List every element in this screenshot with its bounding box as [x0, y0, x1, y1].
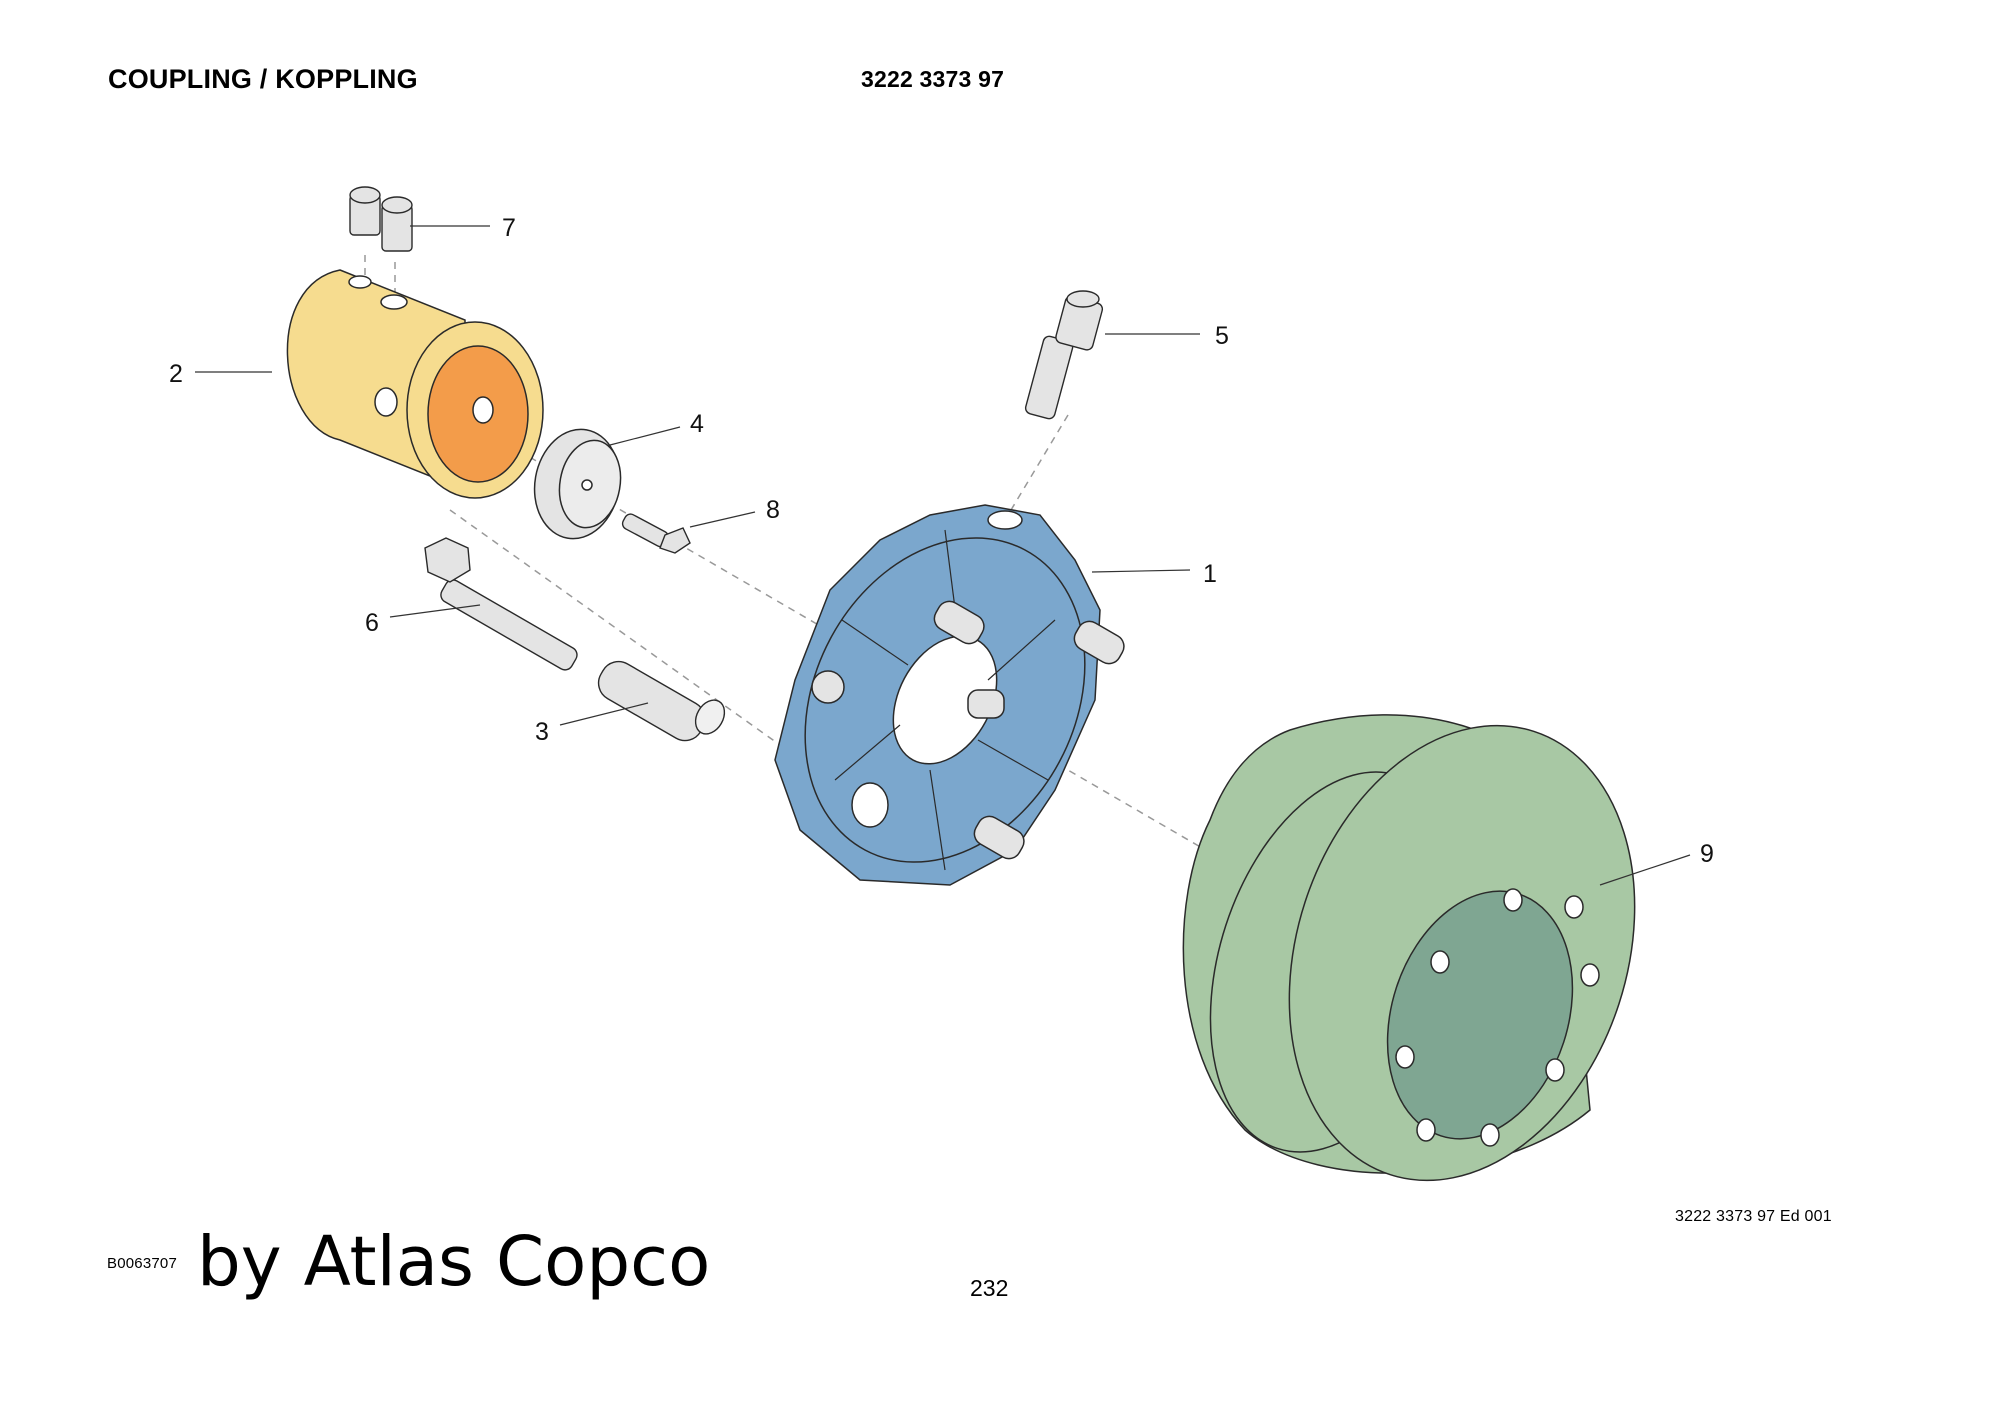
callout-1: 1: [1203, 560, 1217, 588]
hub-side-hole: [374, 387, 398, 417]
callout-2: 2: [169, 360, 183, 388]
callout-labels: 1 2 3 4 5 6 7 8 9: [169, 214, 1714, 868]
hub-top-hole-1: [348, 275, 372, 289]
callout-4: 4: [690, 410, 704, 438]
hub: [286, 269, 544, 499]
watermark-text: by Atlas Copco: [197, 1222, 711, 1302]
callout-7: 7: [502, 214, 516, 242]
washer: [533, 428, 622, 540]
page-number: 232: [970, 1275, 1009, 1301]
hex-bolt: [424, 537, 578, 671]
callout-leader-lines: [195, 225, 1691, 886]
callout-3: 3: [535, 718, 549, 746]
callout-6: 6: [365, 609, 379, 637]
flange-bolt-holes: [1395, 888, 1600, 1147]
coupling-pins: [933, 600, 1125, 860]
edition-label: 3222 3373 97 Ed 001: [1675, 1208, 1832, 1225]
assembly-axis-lines: [364, 255, 1241, 871]
callout-5: 5: [1215, 322, 1229, 350]
part-number: 3222 3373 97: [861, 66, 1005, 92]
sleeve: [597, 660, 726, 742]
flywheel-flange: [1182, 714, 1636, 1182]
socket-head-screw: [1024, 290, 1104, 420]
callout-9: 9: [1700, 840, 1714, 868]
coupling-holes: [851, 510, 1023, 828]
page-title: COUPLING / KOPPLING: [108, 64, 418, 94]
set-screws: [349, 186, 413, 252]
drawing-id: B0063707: [107, 1255, 178, 1272]
callout-8: 8: [766, 496, 780, 524]
coupling-element: [774, 504, 1125, 886]
small-bolt: [621, 513, 691, 554]
coupling-segment-lines: [834, 529, 1056, 871]
hub-inner-hole: [472, 396, 494, 424]
coupling-hex-socket: [811, 670, 845, 704]
hub-top-hole-2: [380, 294, 408, 310]
